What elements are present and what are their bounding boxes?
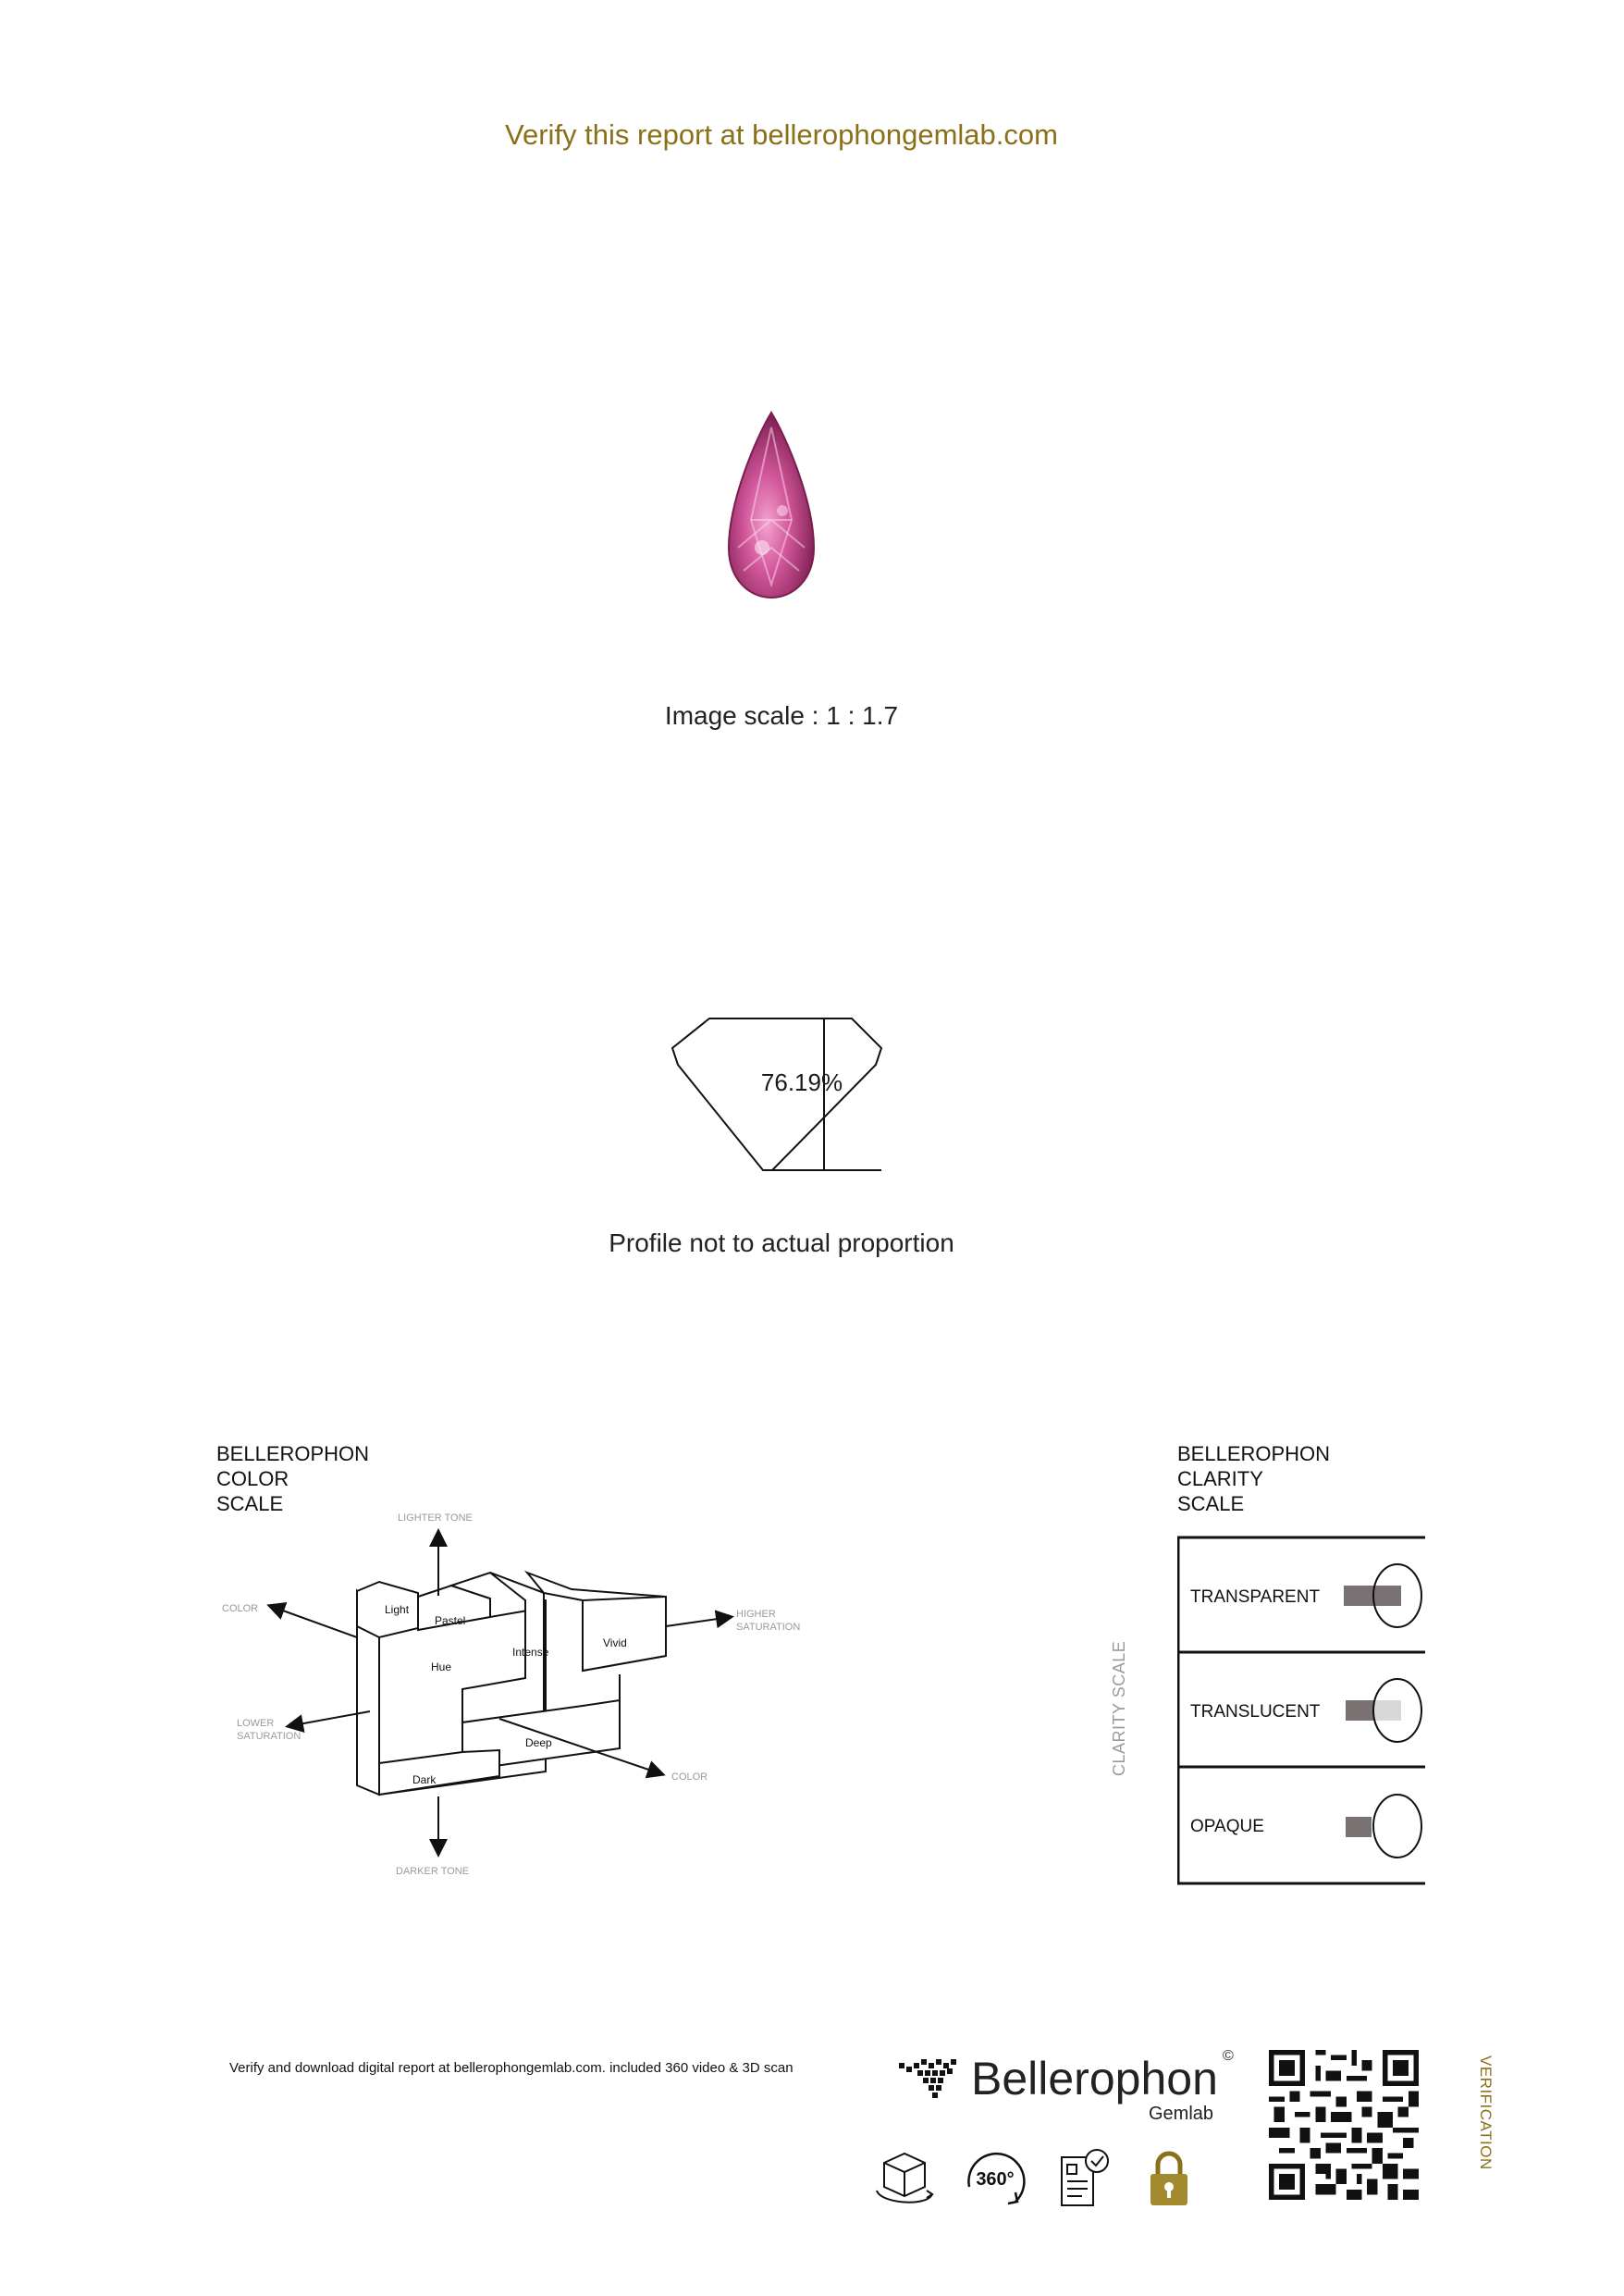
profile-caption: Profile not to actual proportion [609,1228,954,1257]
label-intense: Intense [512,1646,549,1659]
label-deep: Deep [525,1736,552,1749]
label-light: Light [385,1603,410,1616]
color-scale-title: BELLEROPHON COLOR SCALE [216,1441,369,1516]
diamond-pixel-icon [899,2059,956,2098]
clarity-label-opaque: OPAQUE [1190,1817,1264,1836]
brand-copyright: © [1223,2048,1234,2064]
profile-diagram: 76.19% [671,1013,892,1179]
3d-cube-icon[interactable] [871,2144,940,2215]
clarity-scale-grid [1177,1536,1425,1885]
label-pastel: Pastel [435,1614,465,1627]
label-color-right: COLOR [671,1771,707,1783]
color-scale-title-line2: COLOR [216,1467,289,1490]
label-vivid: Vivid [603,1636,627,1649]
brand-sub: Gemlab [1149,2104,1214,2124]
clarity-row-translucent: TRANSLUCENT [1177,1658,1425,1772]
color-scale-title-line3: SCALE [216,1492,284,1515]
label-hue: Hue [431,1660,451,1673]
label-higher-saturation-1: HIGHER [736,1609,776,1620]
color-scale-title-line1: BELLEROPHON [216,1442,370,1465]
verification-label: VERIFICATION [1477,2055,1495,2170]
clarity-scale-side-label: CLARITY SCALE [1110,1640,1128,1776]
clarity-scale-title: BELLEROPHON CLARITY SCALE [1177,1441,1330,1516]
label-color-left: COLOR [222,1603,258,1614]
color-scale-diagram: Light Pastel Hue Intense Vivid Deep Dark… [222,1512,800,1877]
icon-360-label: 360° [976,2169,1014,2190]
clarity-row-transparent: TRANSPARENT [1177,1543,1425,1658]
clarity-scale-title-line2: CLARITY [1177,1467,1263,1490]
label-lower-saturation-1: LOWER [237,1718,274,1729]
verify-report-link[interactable]: Verify this report at bellerophongemlab.… [505,118,1058,151]
feature-icons: 360° [871,2144,1213,2218]
lock-icon[interactable] [1141,2144,1197,2215]
clarity-scale-table: TRANSPARENT TRANSLUCENT OPAQUE [1177,1536,1427,1887]
brand-name: Bellerophon [971,2053,1218,2105]
rotation-360-icon[interactable]: 360° [960,2144,1034,2215]
clarity-label-transparent: TRANSPARENT [1190,1587,1321,1607]
clarity-scale-title-line3: SCALE [1177,1492,1245,1515]
gemstone-image [727,411,816,599]
certificate-icon[interactable] [1051,2144,1119,2215]
profile-outline [671,1018,883,1171]
clarity-scale-title-line1: BELLEROPHON [1177,1442,1331,1465]
clarity-label-translucent: TRANSLUCENT [1190,1702,1321,1722]
clarity-row-opaque: OPAQUE [1177,1772,1425,1887]
label-darker-tone: DARKER TONE [396,1866,469,1877]
profile-percentage: 76.19% [760,1068,843,1096]
label-lighter-tone: LIGHTER TONE [398,1512,473,1524]
qr-code-icon[interactable] [1269,2050,1419,2200]
bellerophon-logo: Bellerophon © Gemlab [897,2044,1249,2128]
label-higher-saturation-2: SATURATION [736,1622,800,1633]
footer-download-text[interactable]: Verify and download digital report at be… [229,2060,794,2076]
label-dark: Dark [412,1773,437,1786]
image-scale-caption: Image scale : 1 : 1.7 [664,701,899,730]
label-lower-saturation-2: SATURATION [237,1731,301,1742]
